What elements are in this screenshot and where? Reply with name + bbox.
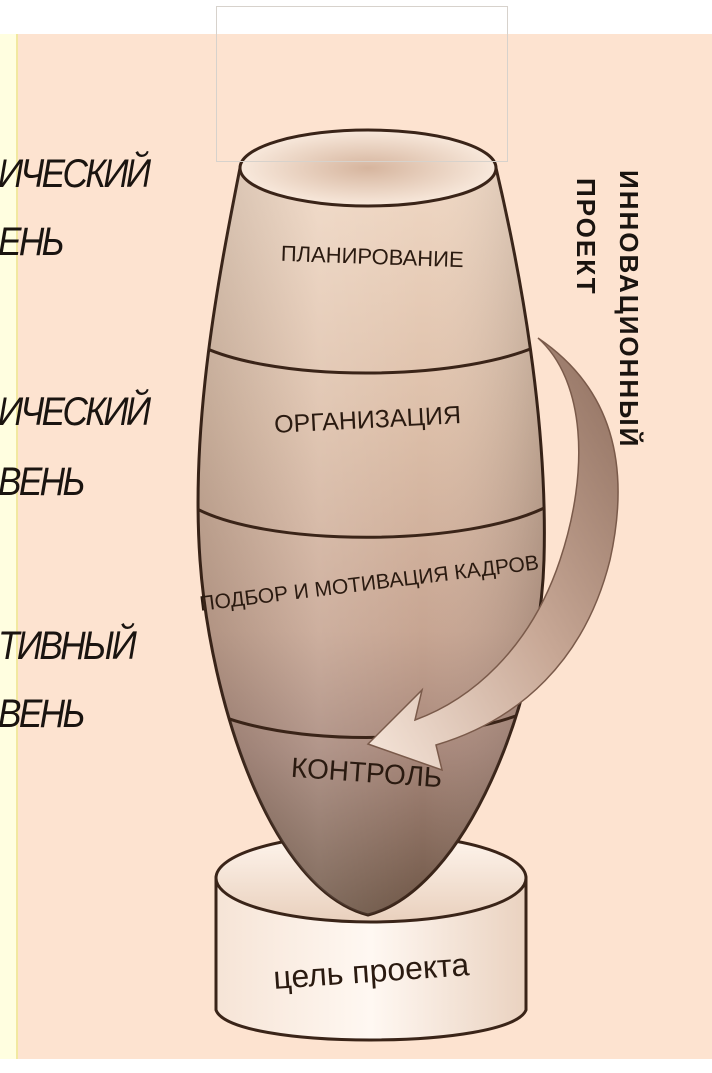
arrow-label-line-2: ПРОЕКТ bbox=[571, 178, 601, 296]
frame-box bbox=[216, 6, 508, 162]
arrow-label-line-1: ИННОВАЦИОННЫЙ bbox=[614, 170, 644, 448]
